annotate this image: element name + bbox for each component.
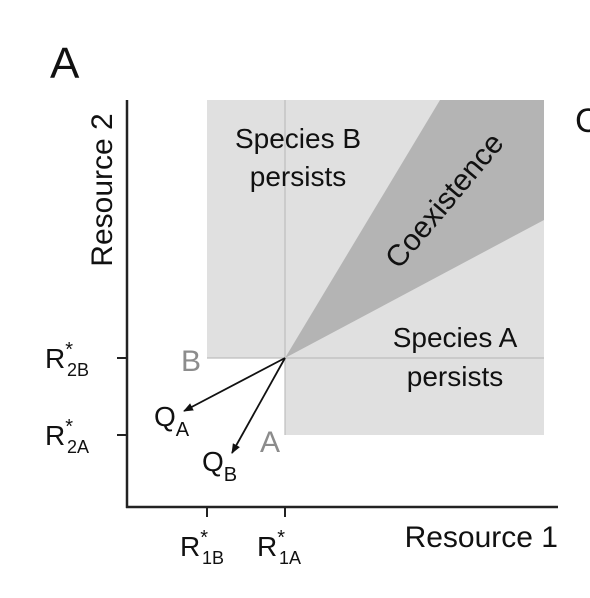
species-b-label-line2: persists — [250, 161, 346, 192]
consumption-vector-qa — [183, 357, 286, 412]
panel-label: A — [50, 39, 80, 88]
coexistence-region — [285, 100, 544, 358]
consumption-vector-qb — [231, 357, 286, 454]
y-axis-title: Resource 2 — [86, 113, 119, 266]
species-b-label-line1: Species B — [235, 123, 361, 154]
corner-label-a: A — [260, 426, 280, 459]
y-tick-label-r2a: R*2A — [45, 416, 89, 457]
species-a-label-line2: persists — [407, 361, 503, 392]
x-tick-label-r1b: R*1B — [180, 527, 224, 568]
species-a-label-line1: Species A — [393, 322, 518, 353]
clipped-panel-letter: C — [575, 102, 590, 140]
corner-label-b: B — [181, 345, 201, 378]
x-tick-label-r1a: R*1A — [257, 527, 301, 568]
y-tick-label-r2b: R*2B — [45, 339, 89, 380]
x-axis-title: Resource 1 — [405, 521, 558, 554]
vector-label-qa: QA — [154, 401, 190, 441]
vector-label-qb: QB — [202, 446, 237, 486]
